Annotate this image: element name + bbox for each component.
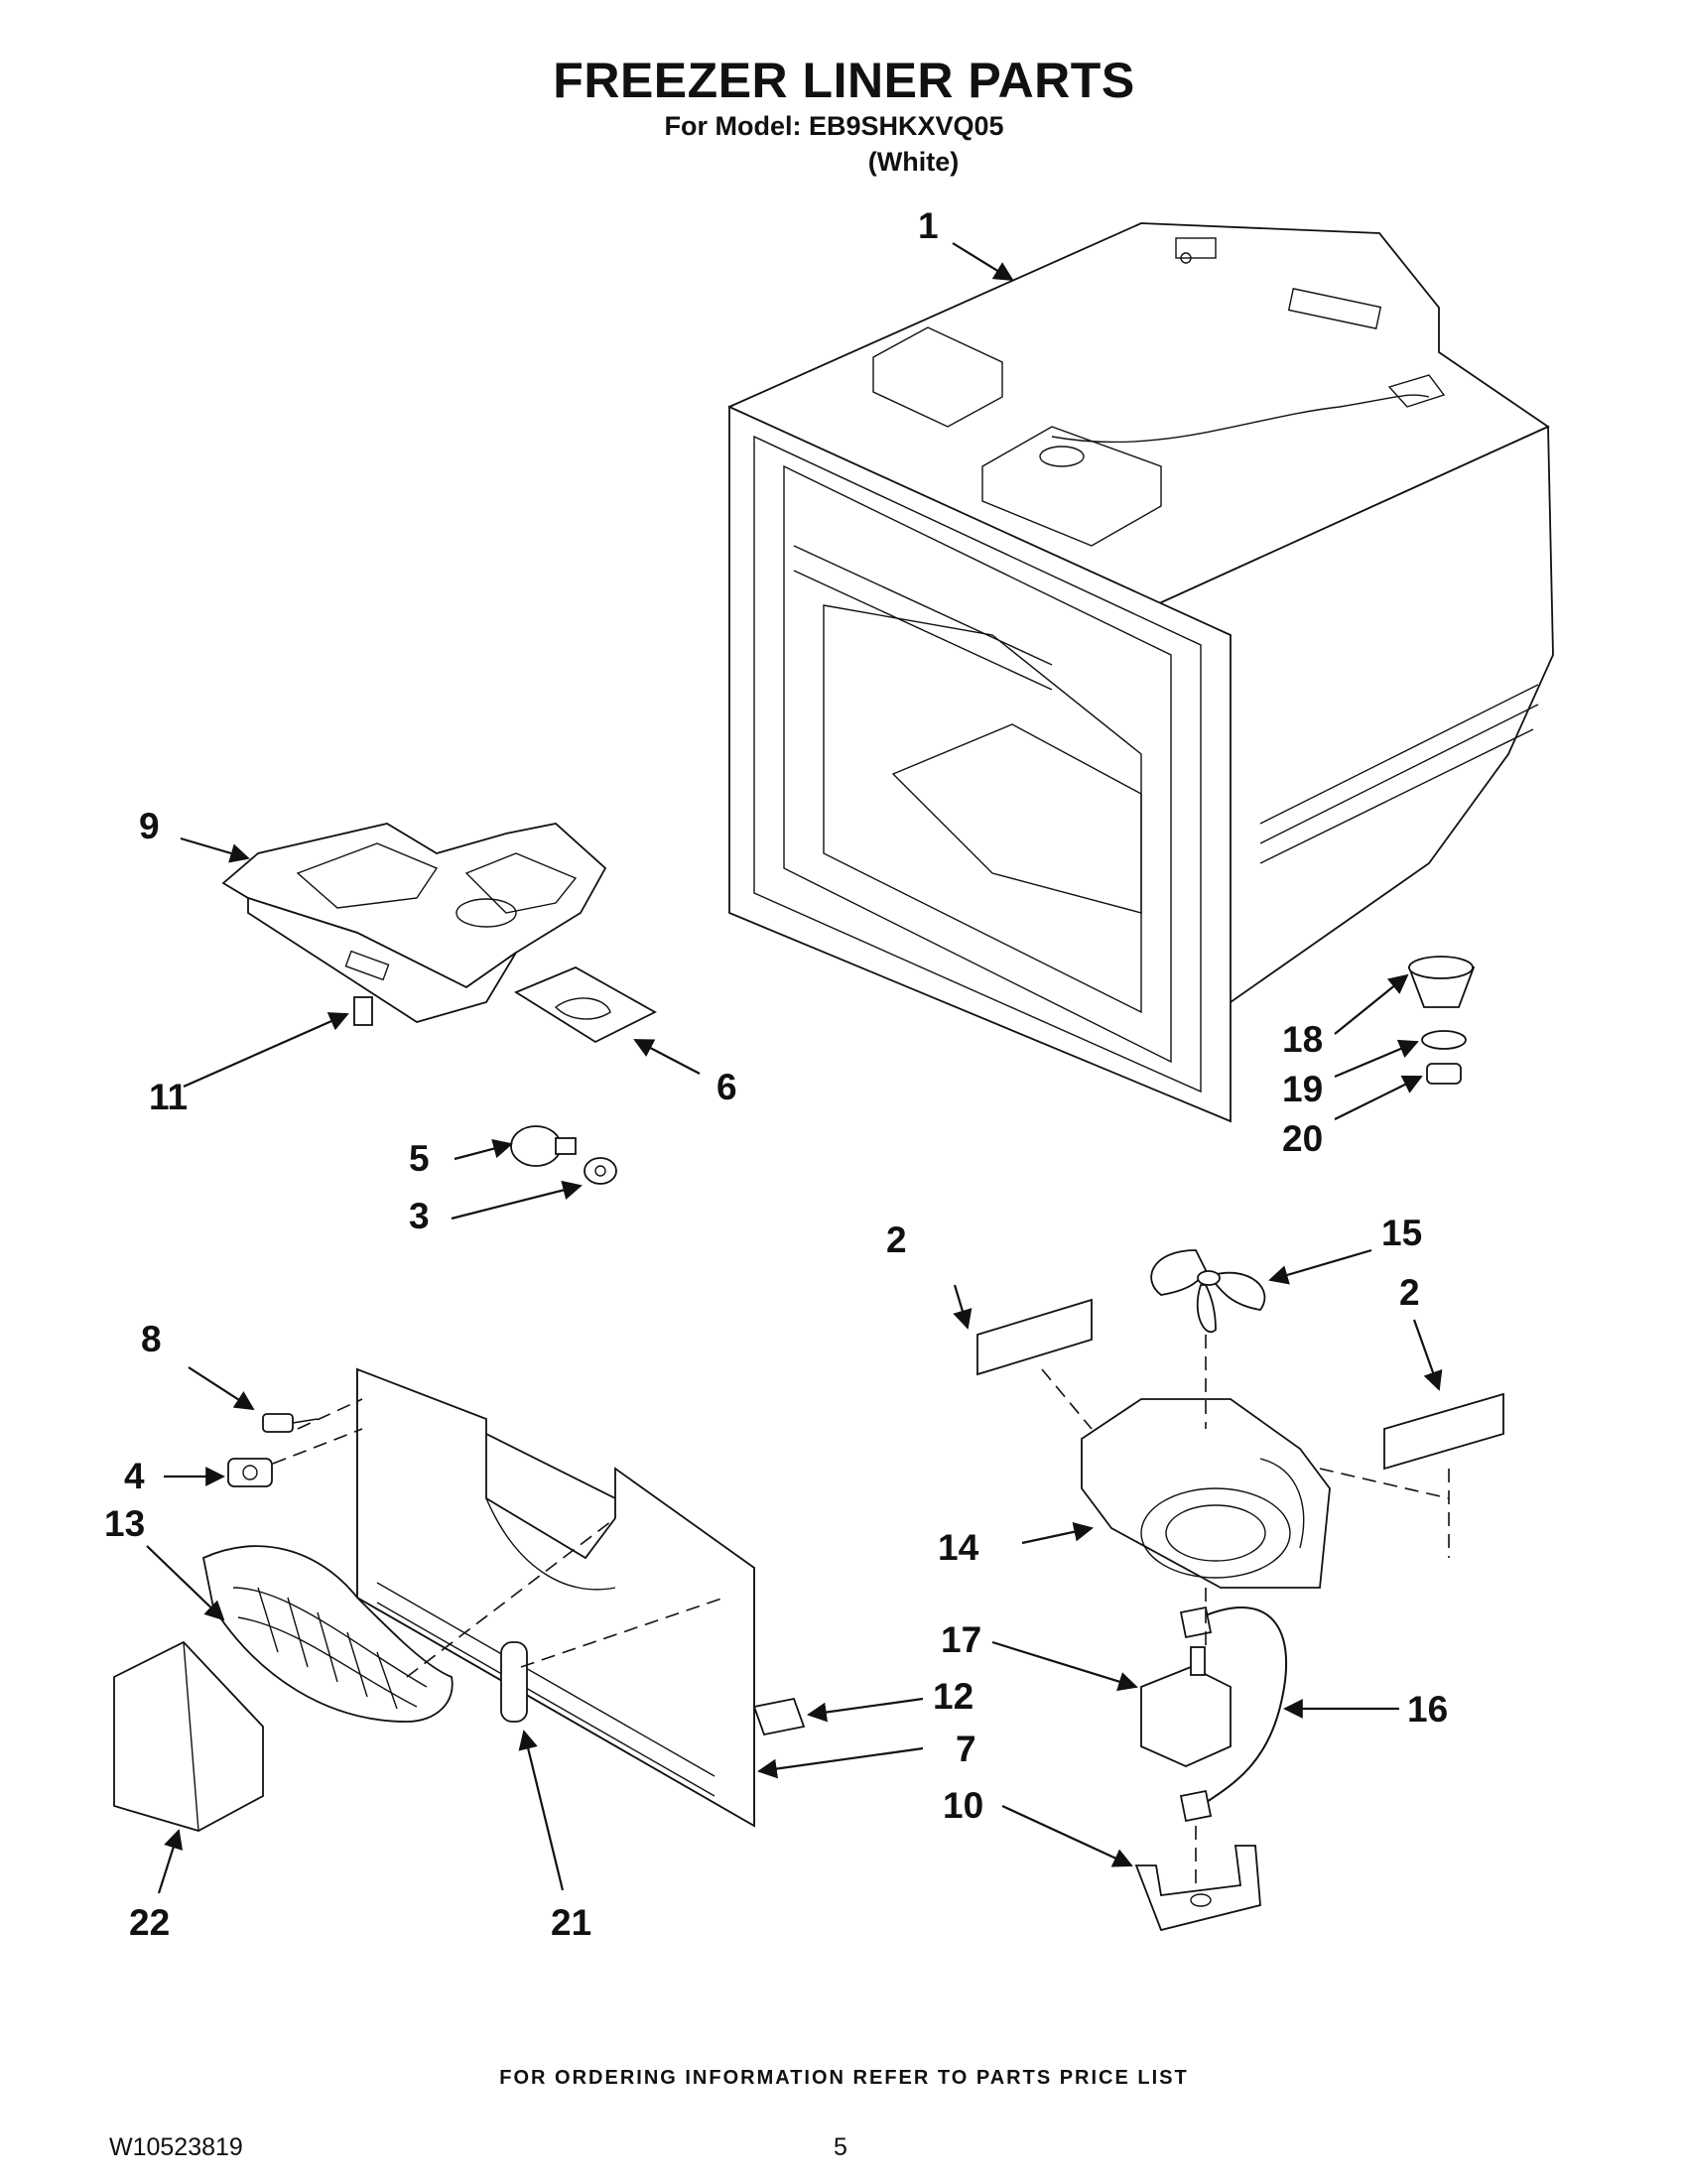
callout-18: 18 xyxy=(1282,1019,1323,1060)
lamp-socket xyxy=(584,1157,617,1185)
page-title: FREEZER LINER PARTS xyxy=(553,53,1135,108)
fan-motor xyxy=(1140,1646,1232,1767)
document-number: W10523819 xyxy=(109,2133,243,2161)
callout-21: 21 xyxy=(551,1902,591,1943)
callout-2-left: 2 xyxy=(886,1220,907,1260)
screw-part-8 xyxy=(262,1413,319,1433)
fan-blade xyxy=(1150,1249,1266,1333)
callout-8: 8 xyxy=(141,1319,162,1359)
callout-labels: 1 9 11 6 5 3 18 19 20 2 15 2 8 4 13 14 1… xyxy=(104,205,1448,1943)
callout-2-right: 2 xyxy=(1399,1272,1420,1313)
wire-harness xyxy=(1179,1606,1288,1823)
page-number: 5 xyxy=(834,2133,847,2161)
drain-plug xyxy=(1426,1063,1462,1085)
foam-strip xyxy=(752,1697,806,1736)
light-bulb xyxy=(510,1125,577,1167)
drain-ring xyxy=(1421,1030,1467,1050)
freezer-liner xyxy=(727,222,1554,1123)
callout-5: 5 xyxy=(409,1138,430,1179)
insulation-sheet xyxy=(514,966,657,1044)
callout-20: 20 xyxy=(1282,1118,1323,1159)
callout-13: 13 xyxy=(104,1503,145,1544)
callout-6: 6 xyxy=(716,1067,737,1107)
vent-grille xyxy=(201,1545,454,1723)
callout-3: 3 xyxy=(409,1196,430,1236)
foam-pad-left xyxy=(976,1298,1093,1376)
motor-bracket xyxy=(1134,1845,1261,1932)
thermostat-part-4 xyxy=(227,1458,273,1487)
callout-10: 10 xyxy=(943,1785,983,1826)
callout-17: 17 xyxy=(941,1619,981,1660)
ordering-info: FOR ORDERING INFORMATION REFER TO PARTS … xyxy=(499,2067,1189,2089)
callout-15: 15 xyxy=(1381,1213,1422,1253)
callout-1: 1 xyxy=(918,205,939,246)
fan-housing xyxy=(1081,1398,1331,1589)
cover-part-22 xyxy=(113,1640,264,1832)
callout-19: 19 xyxy=(1282,1069,1323,1109)
color-line: (White) xyxy=(867,147,960,177)
callout-4: 4 xyxy=(124,1456,145,1496)
callout-9: 9 xyxy=(139,806,160,846)
callout-22: 22 xyxy=(129,1902,170,1943)
clip-part-11 xyxy=(353,996,373,1026)
leader-arrows xyxy=(146,242,1443,1894)
callout-16: 16 xyxy=(1407,1689,1448,1730)
air-duct-panel xyxy=(356,1367,755,1828)
callout-11: 11 xyxy=(149,1077,188,1117)
drain-cup xyxy=(1407,956,1476,1008)
callout-14: 14 xyxy=(938,1527,979,1568)
foam-pad-right xyxy=(1383,1392,1504,1471)
model-line: For Model: EB9SHKXVQ05 xyxy=(664,111,1004,141)
light-shield xyxy=(500,1641,528,1723)
callout-12: 12 xyxy=(933,1676,974,1717)
air-duct-tray xyxy=(221,823,607,1023)
assembly-dash-lines xyxy=(272,1335,1450,1885)
callout-7: 7 xyxy=(956,1729,976,1769)
